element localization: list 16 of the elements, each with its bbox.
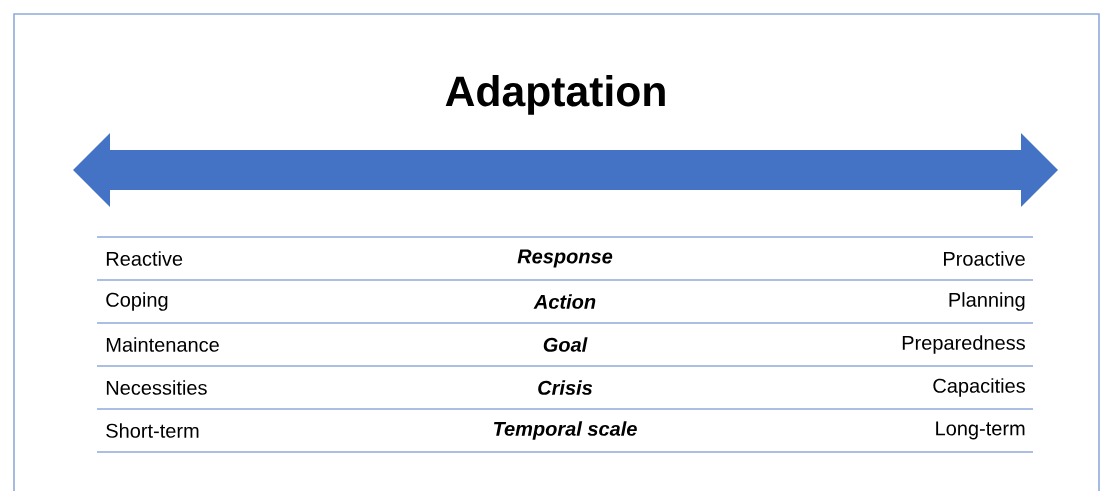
table-cell: Short-term: [106, 423, 199, 438]
table-cell: Long-term: [936, 421, 1025, 440]
table-cell: Necessities: [106, 380, 207, 395]
table-cell: Response: [517, 249, 613, 268]
table-cell: Preparedness: [902, 335, 1025, 354]
table-cell: Temporal scale: [494, 421, 637, 440]
title: Adaptation: [445, 75, 665, 115]
table-cell: Planning: [949, 292, 1025, 311]
table-cell: Action: [533, 294, 596, 309]
table-cell: Maintenance: [106, 337, 219, 352]
table-cell: Crisis: [538, 380, 593, 395]
table-cell: Goal: [543, 337, 588, 352]
table-cell: Capacities: [933, 378, 1025, 397]
table-cell: Coping: [106, 292, 168, 311]
table-cell: Reactive: [106, 251, 183, 266]
table-cell: Proactive: [944, 251, 1025, 266]
